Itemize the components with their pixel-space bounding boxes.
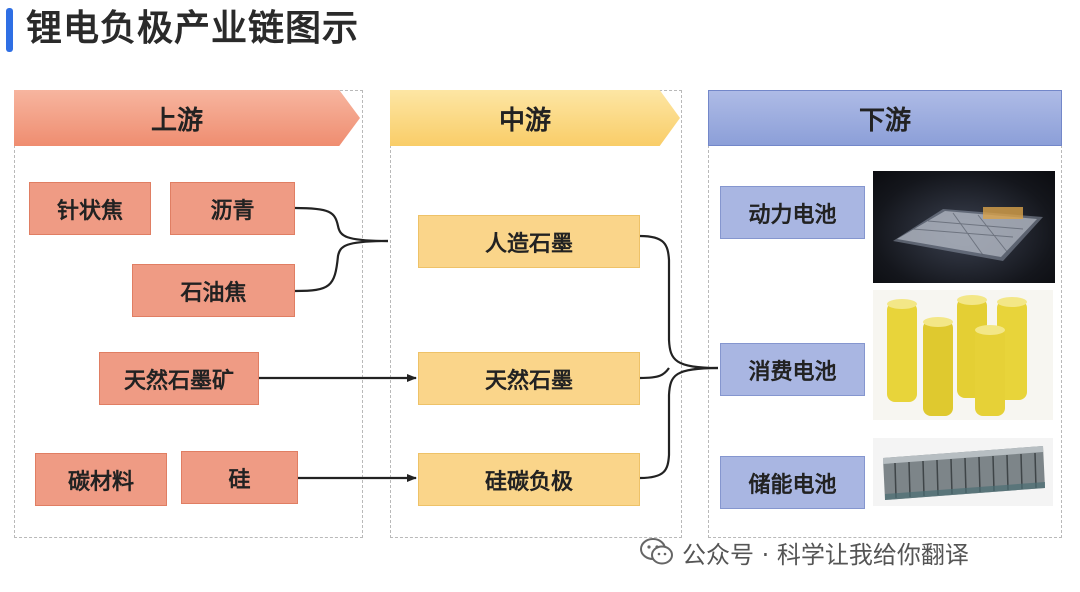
petroleum-coke-box: 石油焦 bbox=[132, 264, 295, 317]
consumer-battery-box: 消费电池 bbox=[720, 343, 865, 396]
cylindrical-cells-image bbox=[873, 290, 1053, 420]
power-battery-box: 动力电池 bbox=[720, 186, 865, 239]
needle-coke-box: 针状焦 bbox=[29, 182, 151, 235]
watermark: 公众号 · 科学让我给你翻译 bbox=[640, 532, 969, 572]
connector-petroleum-coke bbox=[294, 239, 389, 293]
carbon-material-box: 碳材料 bbox=[35, 453, 167, 506]
silicon-box: 硅 bbox=[181, 451, 298, 504]
page-title: 锂电负极产业链图示 bbox=[26, 8, 360, 49]
connector-natural-out bbox=[639, 367, 670, 380]
connector-silicon-carbon-out bbox=[639, 366, 719, 480]
connector-artificial-out bbox=[639, 234, 719, 370]
upstream-header: 上游 bbox=[14, 90, 360, 146]
asphalt-box: 沥青 bbox=[170, 182, 295, 235]
natural-graphite-ore-box: 天然石墨矿 bbox=[99, 352, 259, 405]
downstream-header: 下游 bbox=[708, 90, 1062, 146]
artificial-graphite-box: 人造石墨 bbox=[418, 215, 640, 268]
watermark-text: 公众号 · 科学让我给你翻译 bbox=[682, 540, 969, 569]
ev-battery-pack-image bbox=[873, 171, 1055, 283]
wechat-icon bbox=[640, 538, 673, 565]
midstream-header: 中游 bbox=[390, 90, 680, 146]
connector-asphalt bbox=[294, 206, 389, 243]
storage-battery-box: 储能电池 bbox=[720, 456, 865, 509]
silicon-carbon-anode-box: 硅碳负极 bbox=[418, 453, 640, 506]
title-accent-bar bbox=[6, 8, 13, 52]
storage-module-image bbox=[873, 438, 1053, 506]
natural-graphite-box: 天然石墨 bbox=[418, 352, 640, 405]
